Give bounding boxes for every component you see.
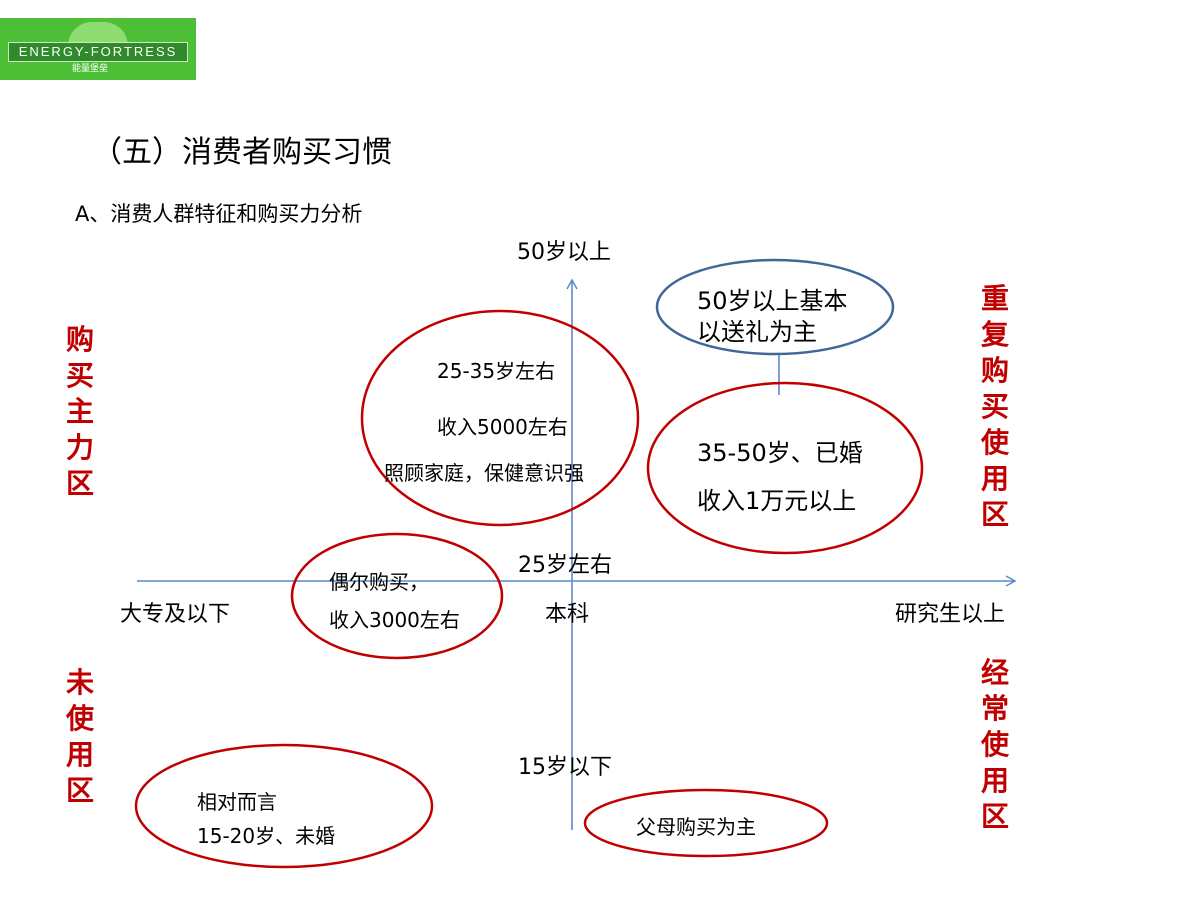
ellipse-unmarried — [134, 743, 434, 869]
bubble-text: 相对而言 — [197, 790, 277, 814]
bubble-text: 25-35岁左右 — [437, 359, 556, 383]
axis-label-bottom: 15岁以下 — [518, 755, 612, 780]
axis-label-right: 研究生以上 — [895, 602, 1006, 627]
ellipse-child — [583, 788, 829, 858]
ellipse-married — [646, 381, 924, 555]
page-title: （五）消费者购买习惯 — [92, 135, 392, 170]
axis-label-center: 本科 — [545, 602, 590, 627]
axis-label-middle: 25岁左右 — [518, 553, 612, 578]
zone-bottom-right: 经常使用区 — [980, 656, 1009, 833]
logo-subtext: 能量堡垒 — [72, 64, 109, 74]
bubble-text: 以送礼为主 — [697, 318, 817, 346]
logo-text: ENERGY-FORTRESS — [8, 42, 188, 62]
ellipse-occasional — [290, 532, 504, 660]
axis-label-left: 大专及以下 — [120, 602, 231, 627]
logo: ENERGY-FORTRESS 能量堡垒 — [0, 18, 196, 80]
axis-label-top: 50岁以上 — [517, 240, 611, 265]
bubble-text: 照顾家庭，保健意识强 — [384, 461, 584, 485]
bubble-text: 收入5000左右 — [437, 415, 568, 439]
bubble-text: 收入1万元以上 — [697, 487, 857, 515]
zone-top-left: 购买主力区 — [65, 323, 94, 500]
bubble-text: 50岁以上基本 — [697, 287, 848, 315]
ellipse-young-family — [360, 309, 640, 527]
bubble-text: 收入3000左右 — [329, 608, 460, 632]
subtitle: A、消费人群特征和购买力分析 — [75, 202, 363, 226]
ellipse-senior — [655, 258, 895, 356]
bubble-text: 父母购买为主 — [636, 815, 756, 839]
bubble-text: 15-20岁、未婚 — [197, 824, 336, 848]
bubble-text: 35-50岁、已婚 — [697, 439, 863, 467]
zone-top-right: 重复购买使用区 — [980, 282, 1009, 531]
zone-bottom-left: 未使用区 — [65, 666, 94, 807]
bubble-text: 偶尔购买， — [329, 570, 429, 594]
